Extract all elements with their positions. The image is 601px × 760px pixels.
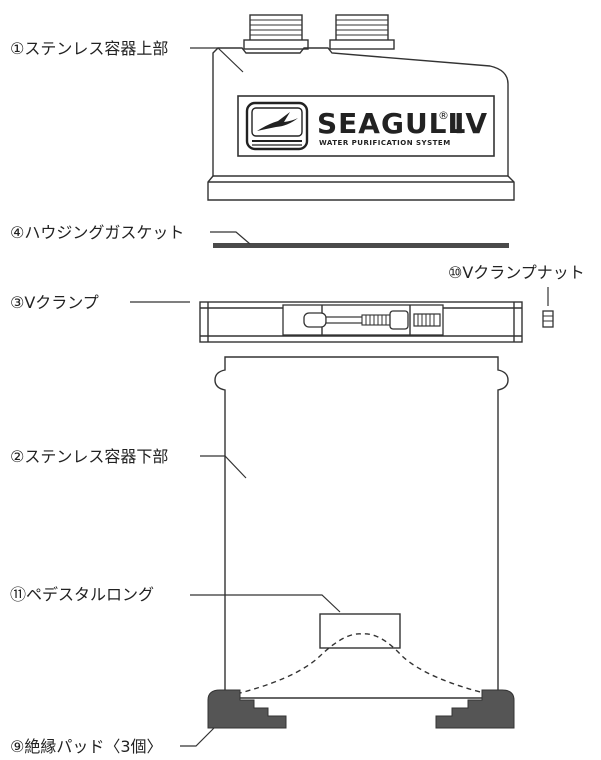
lower-housing <box>214 356 509 699</box>
housing-gasket <box>213 243 509 248</box>
logo-plate: SEAGULL ® IV WATER PURIFICATION SYSTEM <box>237 95 495 157</box>
inlet-fitting <box>243 14 309 50</box>
leader-lower-housing <box>200 455 247 479</box>
upper-housing: SEAGULL ® IV WATER PURIFICATION SYSTEM <box>207 14 515 201</box>
clamp-nut-threaded <box>413 313 441 327</box>
label-lower-housing: ②ステンレス容器下部 <box>10 447 168 466</box>
label-insulation-pad: ⑨絶縁パッド〈3個〉 <box>10 737 163 756</box>
logo-tagline: WATER PURIFICATION SYSTEM <box>319 139 451 147</box>
inner-dome-dashed <box>227 633 497 697</box>
leader-pedestal-long <box>190 594 341 613</box>
leader-upper-housing <box>190 47 244 73</box>
leader-housing-gasket <box>210 231 251 245</box>
leader-insulation-pad <box>180 727 215 747</box>
outlet-fitting <box>329 14 395 50</box>
logo-model: IV <box>454 107 488 140</box>
label-housing-gasket: ④ハウジングガスケット <box>10 223 184 242</box>
logo-brand: SEAGULL <box>317 107 466 140</box>
logo-registered: ® <box>438 109 449 122</box>
label-upper-housing: ①ステンレス容器上部 <box>10 39 168 58</box>
bolt-thread <box>361 314 391 326</box>
seagull-emblem-icon <box>245 101 309 151</box>
insulation-pad-right <box>435 689 515 729</box>
label-pedestal-long: ⑪ペデスタルロング <box>10 585 154 604</box>
pedestal-long <box>319 613 401 649</box>
label-v-clamp-nut: ⑩Vクランプナット <box>448 263 585 282</box>
v-clamp-nut <box>542 310 554 328</box>
label-v-clamp: ③Vクランプ <box>10 293 99 312</box>
v-clamp <box>199 301 523 343</box>
insulation-pad-left <box>207 689 287 729</box>
